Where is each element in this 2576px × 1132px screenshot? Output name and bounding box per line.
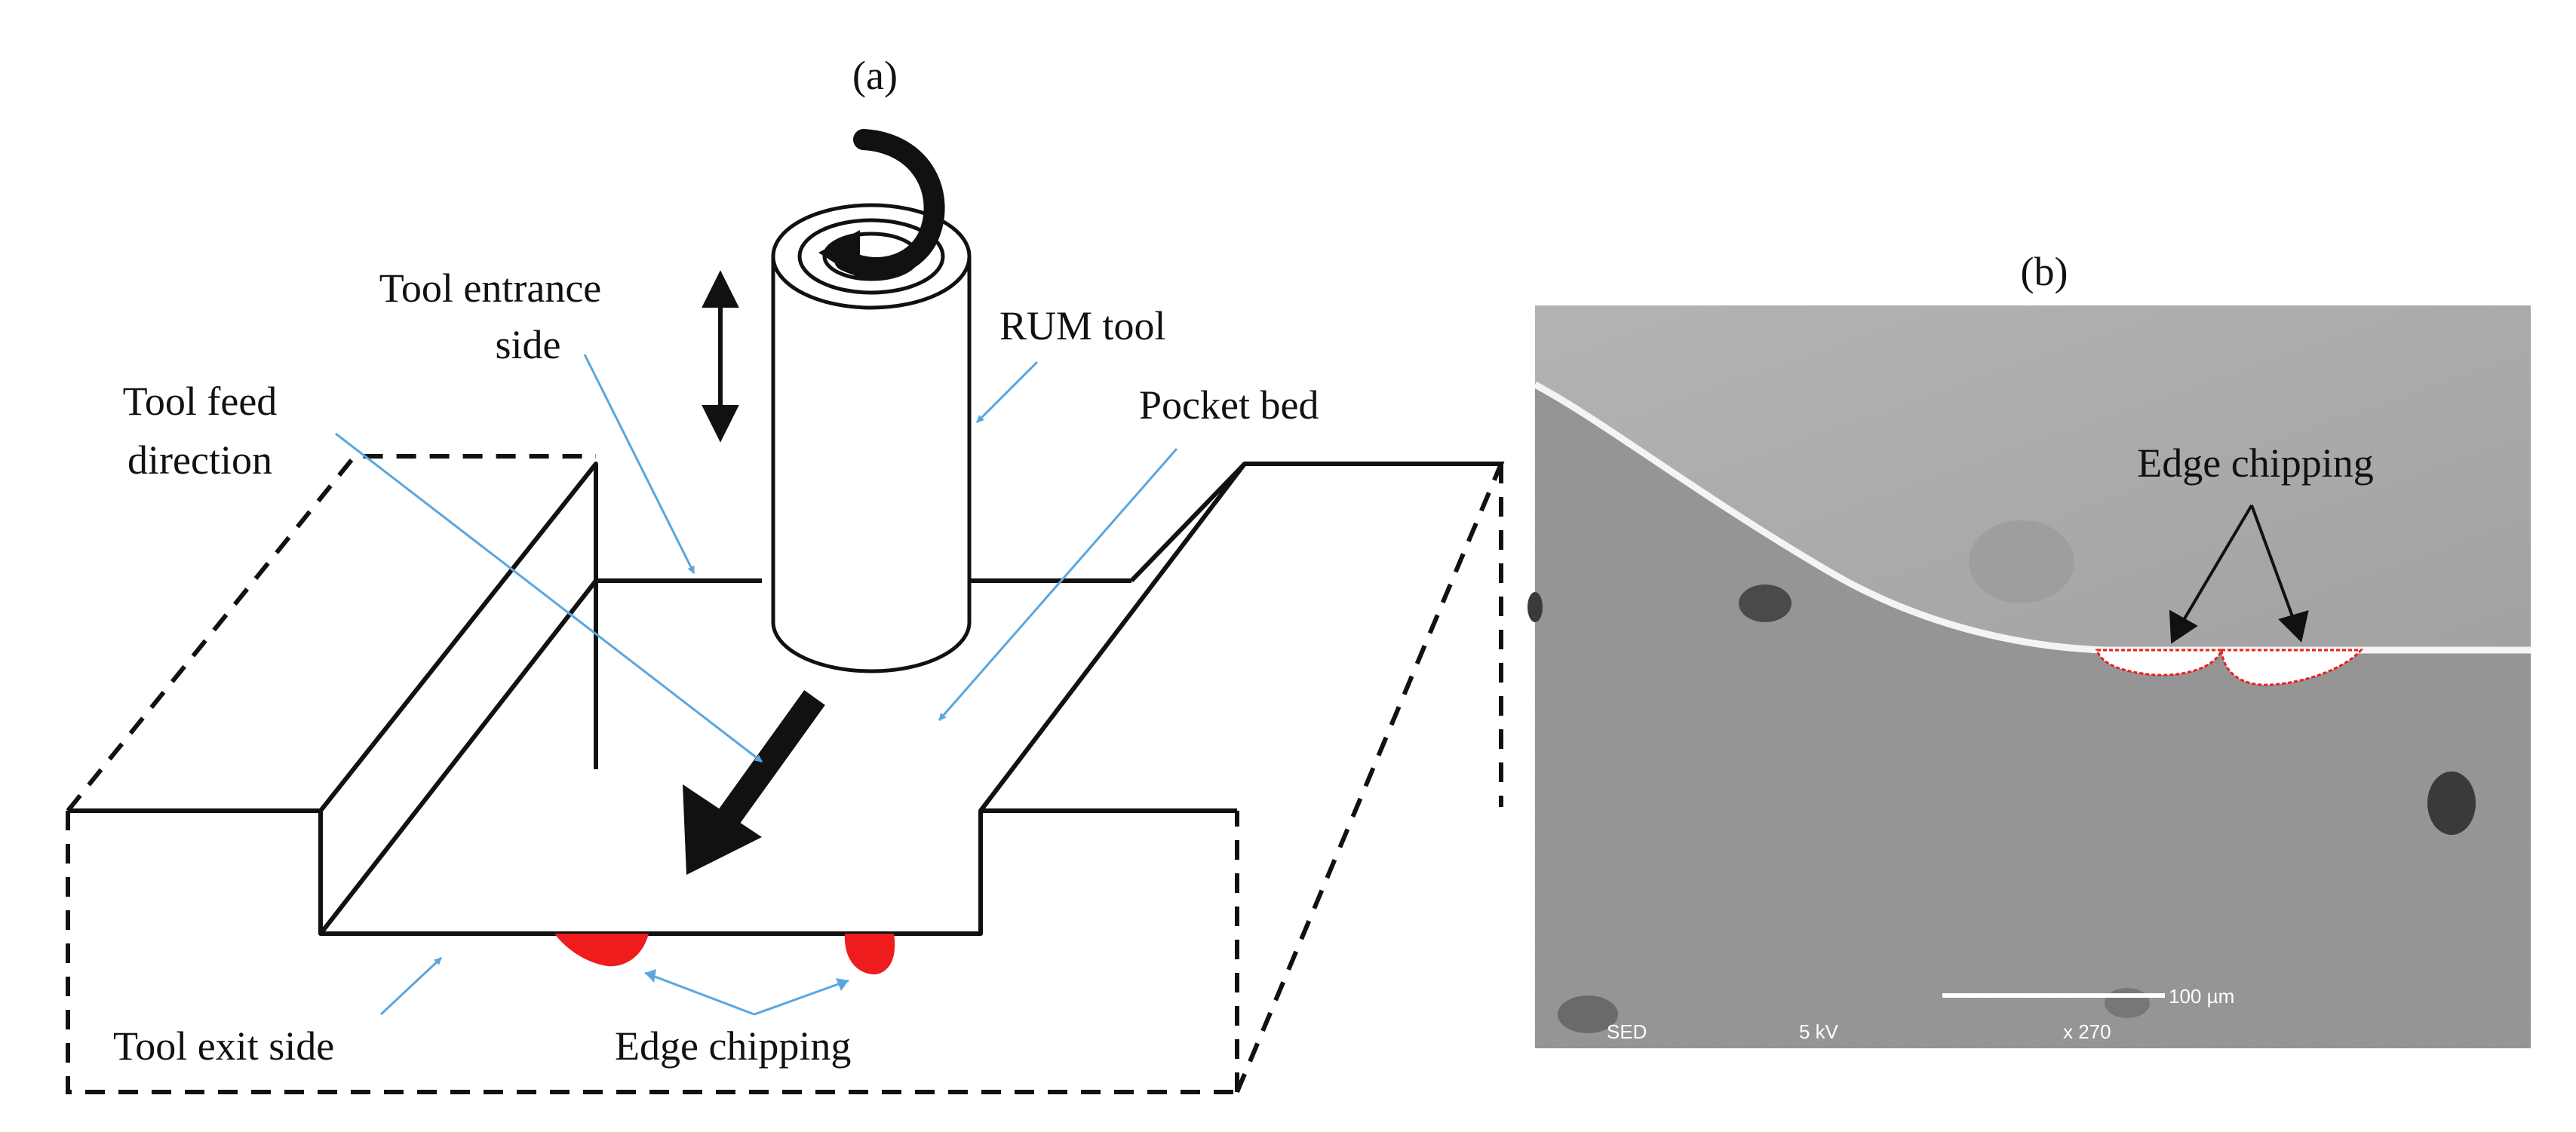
label-edge-chipping-a: Edge chipping xyxy=(615,1023,851,1069)
sem-chip-right xyxy=(2220,649,2364,686)
label-tool-entrance-1: Tool entrance xyxy=(379,265,602,311)
label-rum-tool: RUM tool xyxy=(999,303,1166,348)
panel-b-label: (b) xyxy=(2021,249,2068,294)
sem-voltage: 5 kV xyxy=(1799,1020,1839,1043)
sem-upper-region xyxy=(1535,305,2531,652)
sem-edge-line xyxy=(1533,382,2531,654)
sem-scale-label: 100 µm xyxy=(2169,985,2234,1008)
panel-a-label: (a) xyxy=(852,53,898,98)
workpiece-pocket xyxy=(68,462,1501,936)
edge-chips-a xyxy=(554,934,895,974)
leader-pocket-bed xyxy=(938,448,1178,721)
label-pocket-bed: Pocket bed xyxy=(1139,382,1319,428)
sem-detector: SED xyxy=(1607,1020,1647,1043)
sem-chip-arrows xyxy=(2169,504,2309,644)
leader-rum-tool xyxy=(975,360,1039,424)
leader-tool-feed xyxy=(335,432,763,763)
leader-tool-exit xyxy=(379,956,443,1016)
label-tool-feed-2: direction xyxy=(127,437,272,483)
label-tool-exit: Tool exit side xyxy=(113,1023,334,1069)
leader-lines xyxy=(335,354,1178,1016)
sem-magnification: x 270 xyxy=(2063,1020,2111,1043)
label-tool-feed-1: Tool feed xyxy=(123,379,278,424)
panel-b: (b) E xyxy=(1527,249,2531,1048)
edge-chip-left xyxy=(554,934,649,967)
sem-info-bar: SED 5 kV x 270 100 µm xyxy=(1607,985,2234,1043)
sem-image: Edge chipping SED 5 kV x 270 100 µm xyxy=(1527,305,2531,1048)
leader-edge-chipping xyxy=(644,971,849,1016)
rotation-arrow xyxy=(818,129,945,279)
label-edge-chipping-b: Edge chipping xyxy=(2137,440,2373,486)
edge-chip-right xyxy=(844,934,895,974)
label-tool-entrance-2: side xyxy=(496,322,561,367)
feed-direction-arrow xyxy=(683,690,825,875)
sem-chip-left xyxy=(2095,649,2224,676)
panel-a: (a) xyxy=(66,53,1505,1094)
oscillation-arrow xyxy=(702,270,739,443)
leader-tool-entrance xyxy=(583,354,695,574)
panel-a-labels: Tool entrance side RUM tool Tool feed di… xyxy=(113,265,1319,1069)
